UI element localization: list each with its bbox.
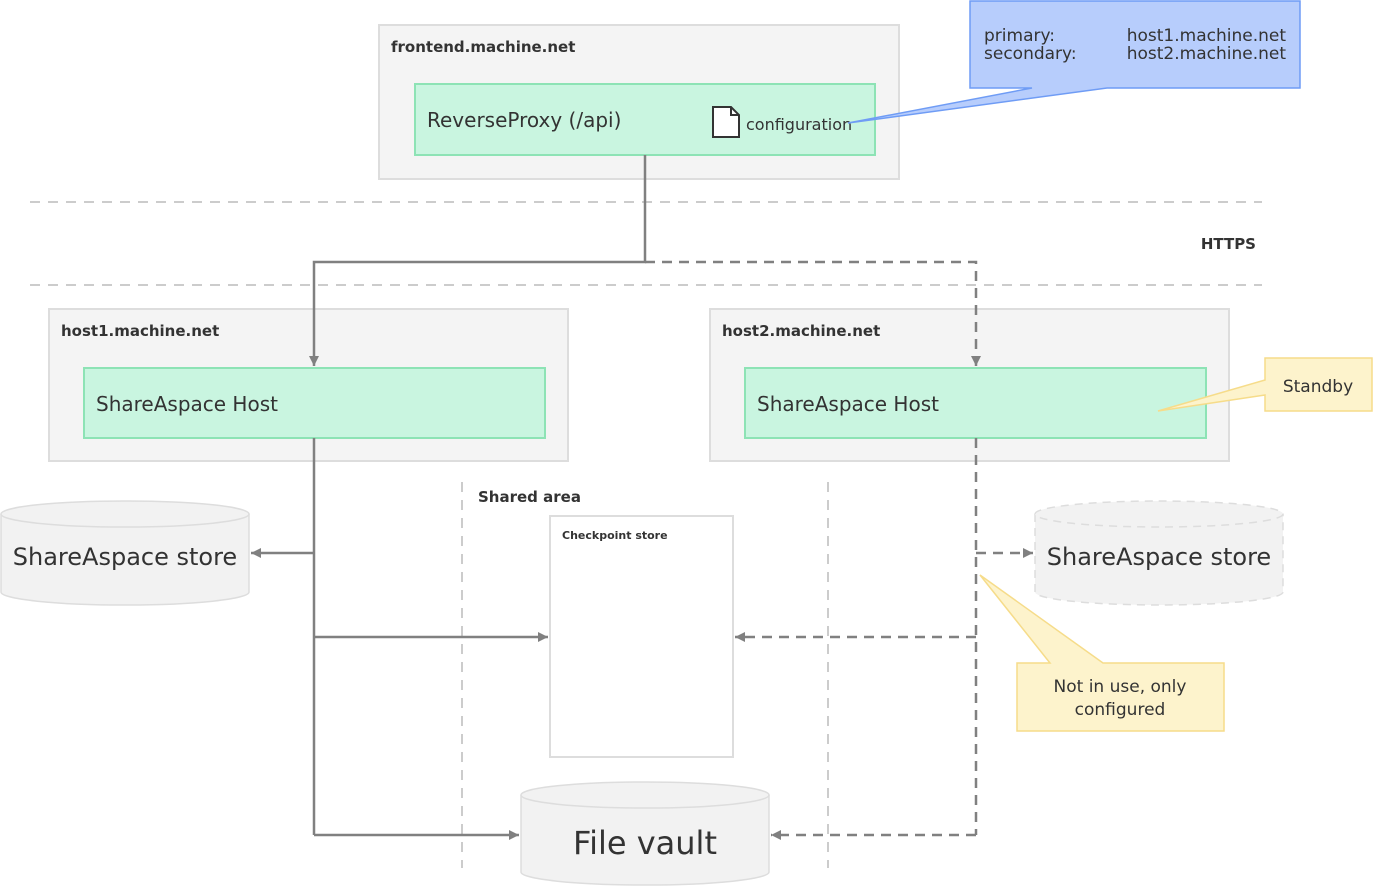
host1-store-cylinder: ShareAspace store <box>0 500 250 606</box>
file-vault-label: File vault <box>573 824 717 862</box>
host1-node-label: ShareAspace Host <box>96 392 278 416</box>
host2-title: host2.machine.net <box>722 322 880 340</box>
proxy-to-host1-connector <box>309 155 647 366</box>
callout-secondary-value: host2.machine.net <box>1127 44 1287 64</box>
host2-sharespace-node: ShareAspace Host <box>744 367 1207 439</box>
shared-area-title: Shared area <box>478 488 581 506</box>
proxy-to-host2-connector <box>645 260 981 366</box>
standby-note: Standby <box>1157 357 1373 412</box>
host2-node-label: ShareAspace Host <box>757 392 939 416</box>
reverse-proxy-label: ReverseProxy (/api) <box>427 108 621 132</box>
frontend-title: frontend.machine.net <box>391 38 575 56</box>
host1-store-label: ShareAspace store <box>13 543 237 571</box>
checkpoint-store-label: Checkpoint store <box>562 529 668 542</box>
callout-secondary-key: secondary: <box>984 44 1077 64</box>
not-in-use-note-line2: configured <box>1075 700 1166 720</box>
https-label: HTTPS <box>1201 235 1256 253</box>
callout-primary-key: primary: <box>984 26 1055 46</box>
host1-sharespace-node: ShareAspace Host <box>83 367 546 439</box>
checkpoint-store: Checkpoint store <box>549 515 734 758</box>
not-in-use-note-line1: Not in use, only <box>1054 677 1187 697</box>
host2-store-label: ShareAspace store <box>1047 543 1271 571</box>
host1-title: host1.machine.net <box>61 322 219 340</box>
callout-primary-value: host1.machine.net <box>1127 26 1287 46</box>
host2-store-cylinder: ShareAspace store <box>1034 500 1284 606</box>
reverse-proxy-node: ReverseProxy (/api) configuration <box>414 83 876 156</box>
configuration-label: configuration <box>746 115 852 134</box>
configuration-callout: primary: host1.machine.net secondary: ho… <box>847 0 1301 124</box>
document-icon <box>712 106 740 138</box>
file-vault-cylinder: File vault <box>520 781 770 886</box>
standby-note-text: Standby <box>1283 377 1353 397</box>
not-in-use-note: Not in use, only configured <box>979 574 1225 732</box>
